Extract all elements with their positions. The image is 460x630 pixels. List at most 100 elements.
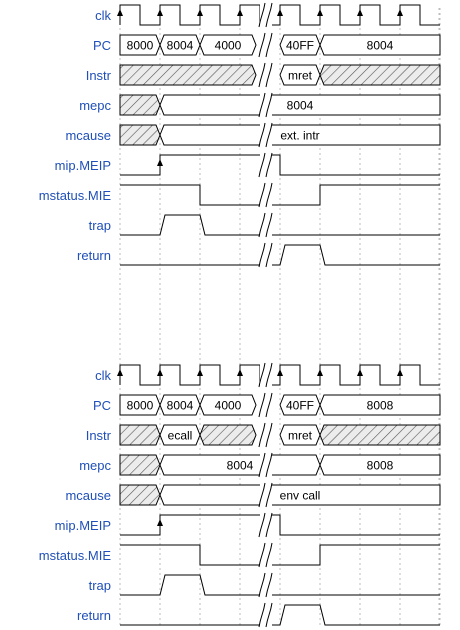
bus-value: 8008: [367, 459, 394, 473]
signal-label: mip.MEIP: [55, 158, 111, 173]
bus-value: 8000: [127, 399, 154, 413]
signal-instr: Instr mret: [86, 64, 441, 86]
bus-value: 8004: [167, 39, 194, 53]
signal-pc: PC 8000 8004 4000 40FF 8004: [93, 34, 441, 56]
rising-edge-arrow: [197, 369, 203, 376]
bus-segment-undefined: [319, 64, 441, 86]
rising-edge-arrow: [197, 9, 203, 16]
bus-value: 8000: [127, 39, 154, 53]
bus-value: 8004: [287, 99, 314, 113]
bus-value: 8004: [167, 399, 194, 413]
signal-label: trap: [89, 218, 111, 233]
rising-edge-arrow: [397, 369, 403, 376]
signal-label: mstatus.MIE: [39, 188, 112, 203]
bus-value: env call: [280, 489, 321, 503]
bit-waveform: [120, 154, 440, 176]
rising-edge-arrow: [117, 9, 123, 16]
signal-mepc: mepc 8004 8008: [79, 454, 441, 476]
signal-clk: clk: [95, 4, 440, 26]
signal-mip-meip: mip.MEIP: [55, 514, 440, 536]
rising-edge-arrow: [157, 9, 163, 16]
bus-segment-undefined: [319, 424, 441, 446]
rising-edge-arrow: [277, 369, 283, 376]
signal-label: clk: [95, 368, 111, 383]
signal-label: mepc: [79, 458, 111, 473]
bus-segment-undefined: [119, 484, 161, 506]
bus-segment: [159, 124, 441, 146]
bus-value: ecall: [168, 429, 193, 443]
signal-return: return: [77, 244, 440, 266]
bus-segment-undefined: [119, 94, 161, 116]
bit-waveform: [120, 244, 440, 266]
bus-segment: [319, 394, 441, 416]
signal-mepc: mepc 8004: [79, 94, 441, 116]
bus-value: 8008: [367, 399, 394, 413]
rising-edge-arrow: [237, 9, 243, 16]
rising-edge-arrow: [317, 9, 323, 16]
bus-value: 40FF: [286, 39, 314, 53]
bus-segment: [159, 94, 441, 116]
bus-value: 4000: [215, 399, 242, 413]
time-break-marker: [258, 2, 273, 268]
signal-trap: trap: [89, 214, 440, 236]
bus-segment-undefined: [119, 64, 257, 86]
signal-return: return: [77, 604, 440, 626]
bus-segment: [199, 34, 257, 56]
bus-value: mret: [288, 69, 313, 83]
signal-label: PC: [93, 398, 111, 413]
rising-edge-arrow: [357, 9, 363, 16]
bit-waveform: [120, 514, 440, 536]
rising-edge-arrow: [157, 369, 163, 376]
signal-instr: Instr ecall mret: [86, 424, 441, 446]
bus-segment: [319, 454, 441, 476]
bit-waveform: [120, 214, 440, 236]
signal-label: Instr: [86, 68, 112, 83]
bus-segment: [319, 34, 441, 56]
signal-label: return: [77, 248, 111, 263]
bus-value: 8004: [227, 459, 254, 473]
rising-edge-arrow: [397, 9, 403, 16]
bus-value: 8004: [367, 39, 394, 53]
signal-label: clk: [95, 8, 111, 23]
signal-label: PC: [93, 38, 111, 53]
signal-label: trap: [89, 578, 111, 593]
rising-edge-arrow: [357, 369, 363, 376]
signal-label: mip.MEIP: [55, 518, 111, 533]
bus-segment: [199, 394, 257, 416]
bit-waveform: [120, 604, 440, 626]
signal-trap: trap: [89, 574, 440, 596]
bus-value: 4000: [215, 39, 242, 53]
signal-label: Instr: [86, 428, 112, 443]
signal-label: mcause: [65, 128, 111, 143]
bus-value: ext. intr: [280, 129, 319, 143]
rising-edge-arrow: [237, 369, 243, 376]
bus-segment-undefined: [119, 124, 161, 146]
bus-segment-undefined: [119, 454, 161, 476]
signal-pc: PC 8000 8004 4000 40FF 8008: [93, 394, 441, 416]
signal-label: mepc: [79, 98, 111, 113]
signal-mcause: mcause ext. intr: [65, 124, 441, 146]
rising-edge-arrow: [317, 369, 323, 376]
clock-waveform: [119, 4, 440, 26]
rising-edge-arrow: [157, 159, 163, 166]
bus-value: mret: [288, 429, 313, 443]
signal-label: mcause: [65, 488, 111, 503]
signal-mip-meip: mip.MEIP: [55, 154, 440, 176]
bus-segment: [159, 484, 441, 506]
bit-waveform: [120, 574, 440, 596]
bus-value: 40FF: [286, 399, 314, 413]
bus-segment-undefined: [199, 424, 257, 446]
signal-clk: clk: [95, 364, 440, 386]
bus-segment-undefined: [119, 424, 161, 446]
signal-mstatus-mie: mstatus.MIE: [39, 184, 440, 206]
signal-label: mstatus.MIE: [39, 548, 112, 563]
rising-edge-arrow: [157, 519, 163, 526]
rising-edge-arrow: [117, 369, 123, 376]
signal-mcause: mcause env call: [65, 484, 441, 506]
clock-waveform: [119, 364, 440, 386]
time-break-marker: [258, 362, 273, 628]
signal-mstatus-mie: mstatus.MIE: [39, 544, 440, 566]
